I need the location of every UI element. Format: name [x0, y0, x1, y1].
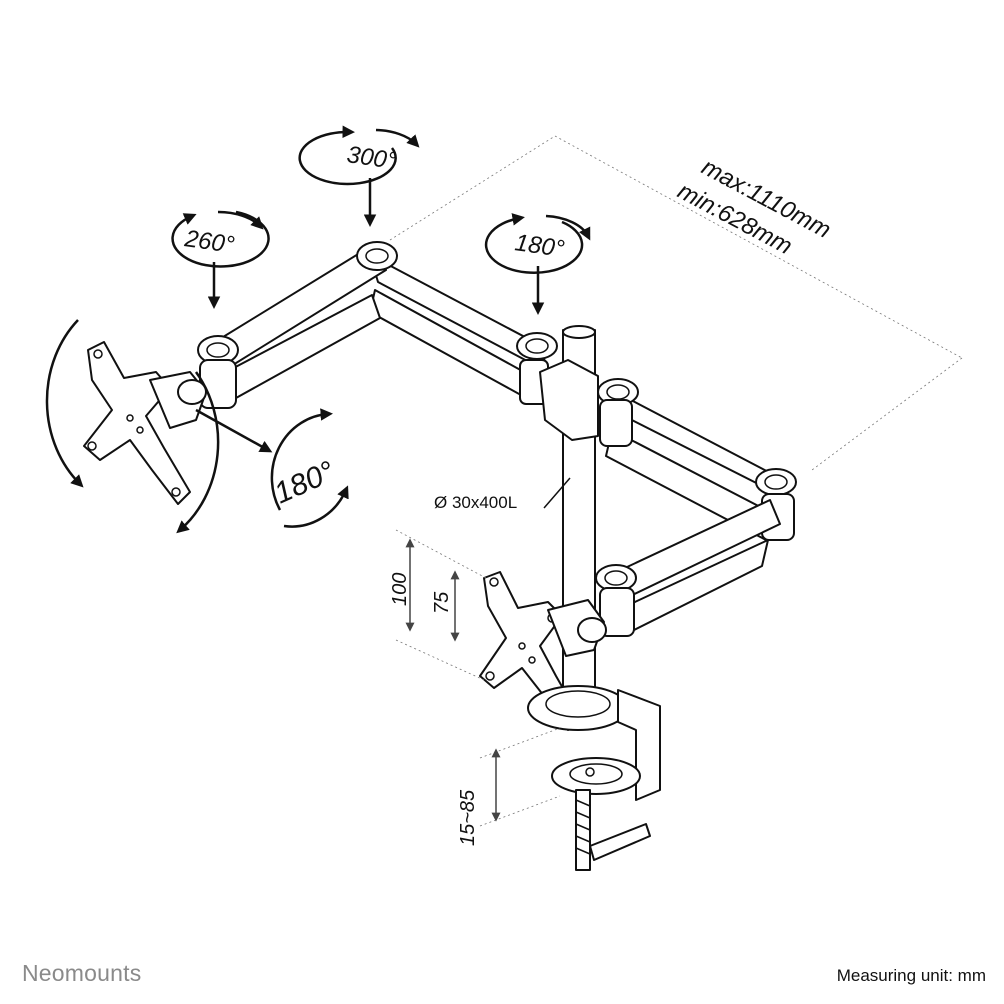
- rotation-indicator-300: 300°: [298, 125, 420, 227]
- reach-dimension: [389, 135, 963, 471]
- vesa-plate-left: [83, 341, 207, 505]
- pole-label: Ø 30x400L: [434, 493, 517, 512]
- desk-thickness-dimension: 15~85: [457, 727, 561, 846]
- rotation-indicator-260: 260°: [171, 210, 270, 309]
- brand-logo: Neomounts: [22, 960, 142, 986]
- vesa-100-label: 100: [389, 573, 411, 606]
- pole-callout: Ø 30x400L: [434, 477, 571, 512]
- upper-arm-right: [595, 378, 797, 637]
- vesa-75-label: 75: [431, 591, 453, 614]
- rotation-label-260: 260°: [182, 225, 236, 259]
- upper-arm-left: [197, 241, 599, 441]
- rotation-indicator-180-mid: 180°: [484, 213, 591, 315]
- measuring-unit: Measuring unit: mm: [836, 966, 986, 985]
- desk-thickness-label: 15~85: [457, 789, 479, 846]
- rotation-label-300: 300°: [345, 141, 398, 175]
- rotation-label-180-mid: 180°: [513, 229, 566, 263]
- rotation-label-180-tilt: 180°: [269, 455, 339, 510]
- vesa-dimension: 100 75: [389, 529, 487, 681]
- desk-clamp: [527, 685, 661, 871]
